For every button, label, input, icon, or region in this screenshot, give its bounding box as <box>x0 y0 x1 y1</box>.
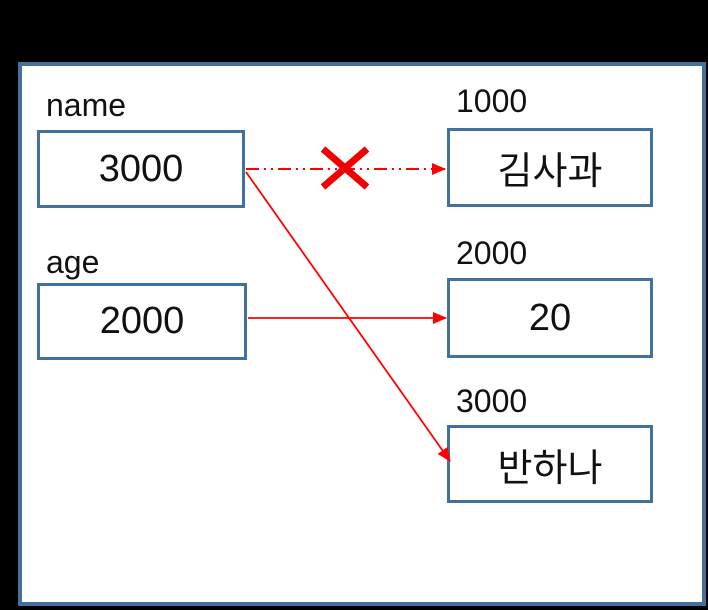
memory-cell-3000-value: 반하나 <box>497 447 603 490</box>
memory-cell-3000-box: 반하나 <box>447 425 653 503</box>
memory-cell-1000-box: 김사과 <box>447 128 653 207</box>
variable-name-box: 3000 <box>37 130 245 208</box>
memory-cell-2000-value: 20 <box>528 296 572 339</box>
memory-address-2000-label: 2000 <box>456 235 528 271</box>
variable-name-label: name <box>46 87 127 123</box>
variable-name-value: 3000 <box>98 147 184 190</box>
variable-age-label: age <box>46 244 100 280</box>
memory-address-3000-label: 3000 <box>456 383 528 419</box>
variable-age-value: 2000 <box>99 300 185 342</box>
memory-address-1000-label: 1000 <box>456 83 528 119</box>
variable-age-box: 2000 <box>37 283 247 360</box>
memory-cell-2000-box: 20 <box>447 278 653 358</box>
memory-cell-1000-value: 김사과 <box>497 151 603 193</box>
